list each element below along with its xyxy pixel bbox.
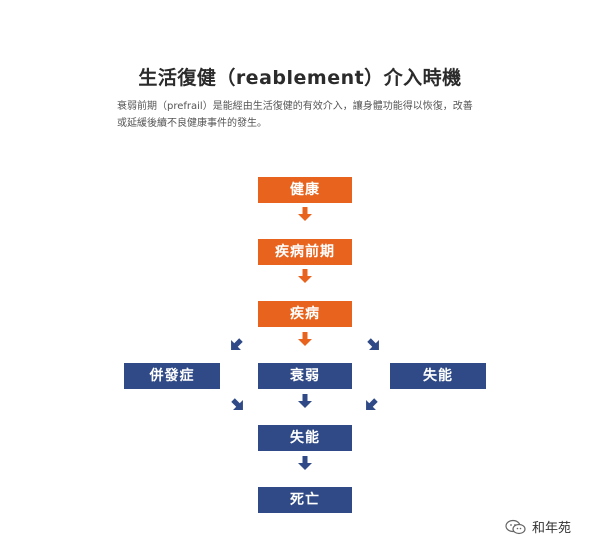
diagram-title: 生活復健（reablement）介入時機 bbox=[138, 67, 462, 89]
arrow-illness-to-disability-side bbox=[364, 335, 384, 355]
node-disability: 失能 bbox=[258, 425, 352, 451]
arrow-illness-to-complication bbox=[226, 335, 246, 355]
node-illness: 疾病 bbox=[258, 301, 352, 327]
arrow-disability-side-to-disability bbox=[361, 395, 381, 415]
node-frailty: 衰弱 bbox=[258, 363, 352, 389]
watermark-text: 和年苑 bbox=[532, 521, 572, 536]
description-line-1: 衰弱前期（prefrail）是能經由生活復健的有效介入，讓身體功能得以恢復，改善 bbox=[117, 101, 473, 112]
arrow-pre-illness-to-illness bbox=[298, 269, 312, 283]
arrow-disability-to-death bbox=[298, 456, 312, 470]
node-complication: 併發症 bbox=[124, 363, 220, 389]
node-death: 死亡 bbox=[258, 487, 352, 513]
wechat-icon bbox=[505, 519, 526, 534]
arrow-complication-to-disability bbox=[228, 395, 248, 415]
diagram-description: 衰弱前期（prefrail）是能經由生活復健的有效介入，讓身體功能得以恢復，改善… bbox=[117, 98, 487, 132]
watermark: 和年苑 bbox=[505, 517, 571, 536]
node-health: 健康 bbox=[258, 177, 352, 203]
arrow-health-to-pre-illness bbox=[298, 207, 312, 221]
node-disability-side: 失能 bbox=[390, 363, 486, 389]
arrow-illness-to-frailty bbox=[298, 332, 312, 346]
node-pre-illness: 疾病前期 bbox=[258, 239, 352, 265]
description-line-2: 或延緩後續不良健康事件的發生。 bbox=[117, 118, 267, 129]
arrow-frailty-to-disability bbox=[298, 394, 312, 408]
